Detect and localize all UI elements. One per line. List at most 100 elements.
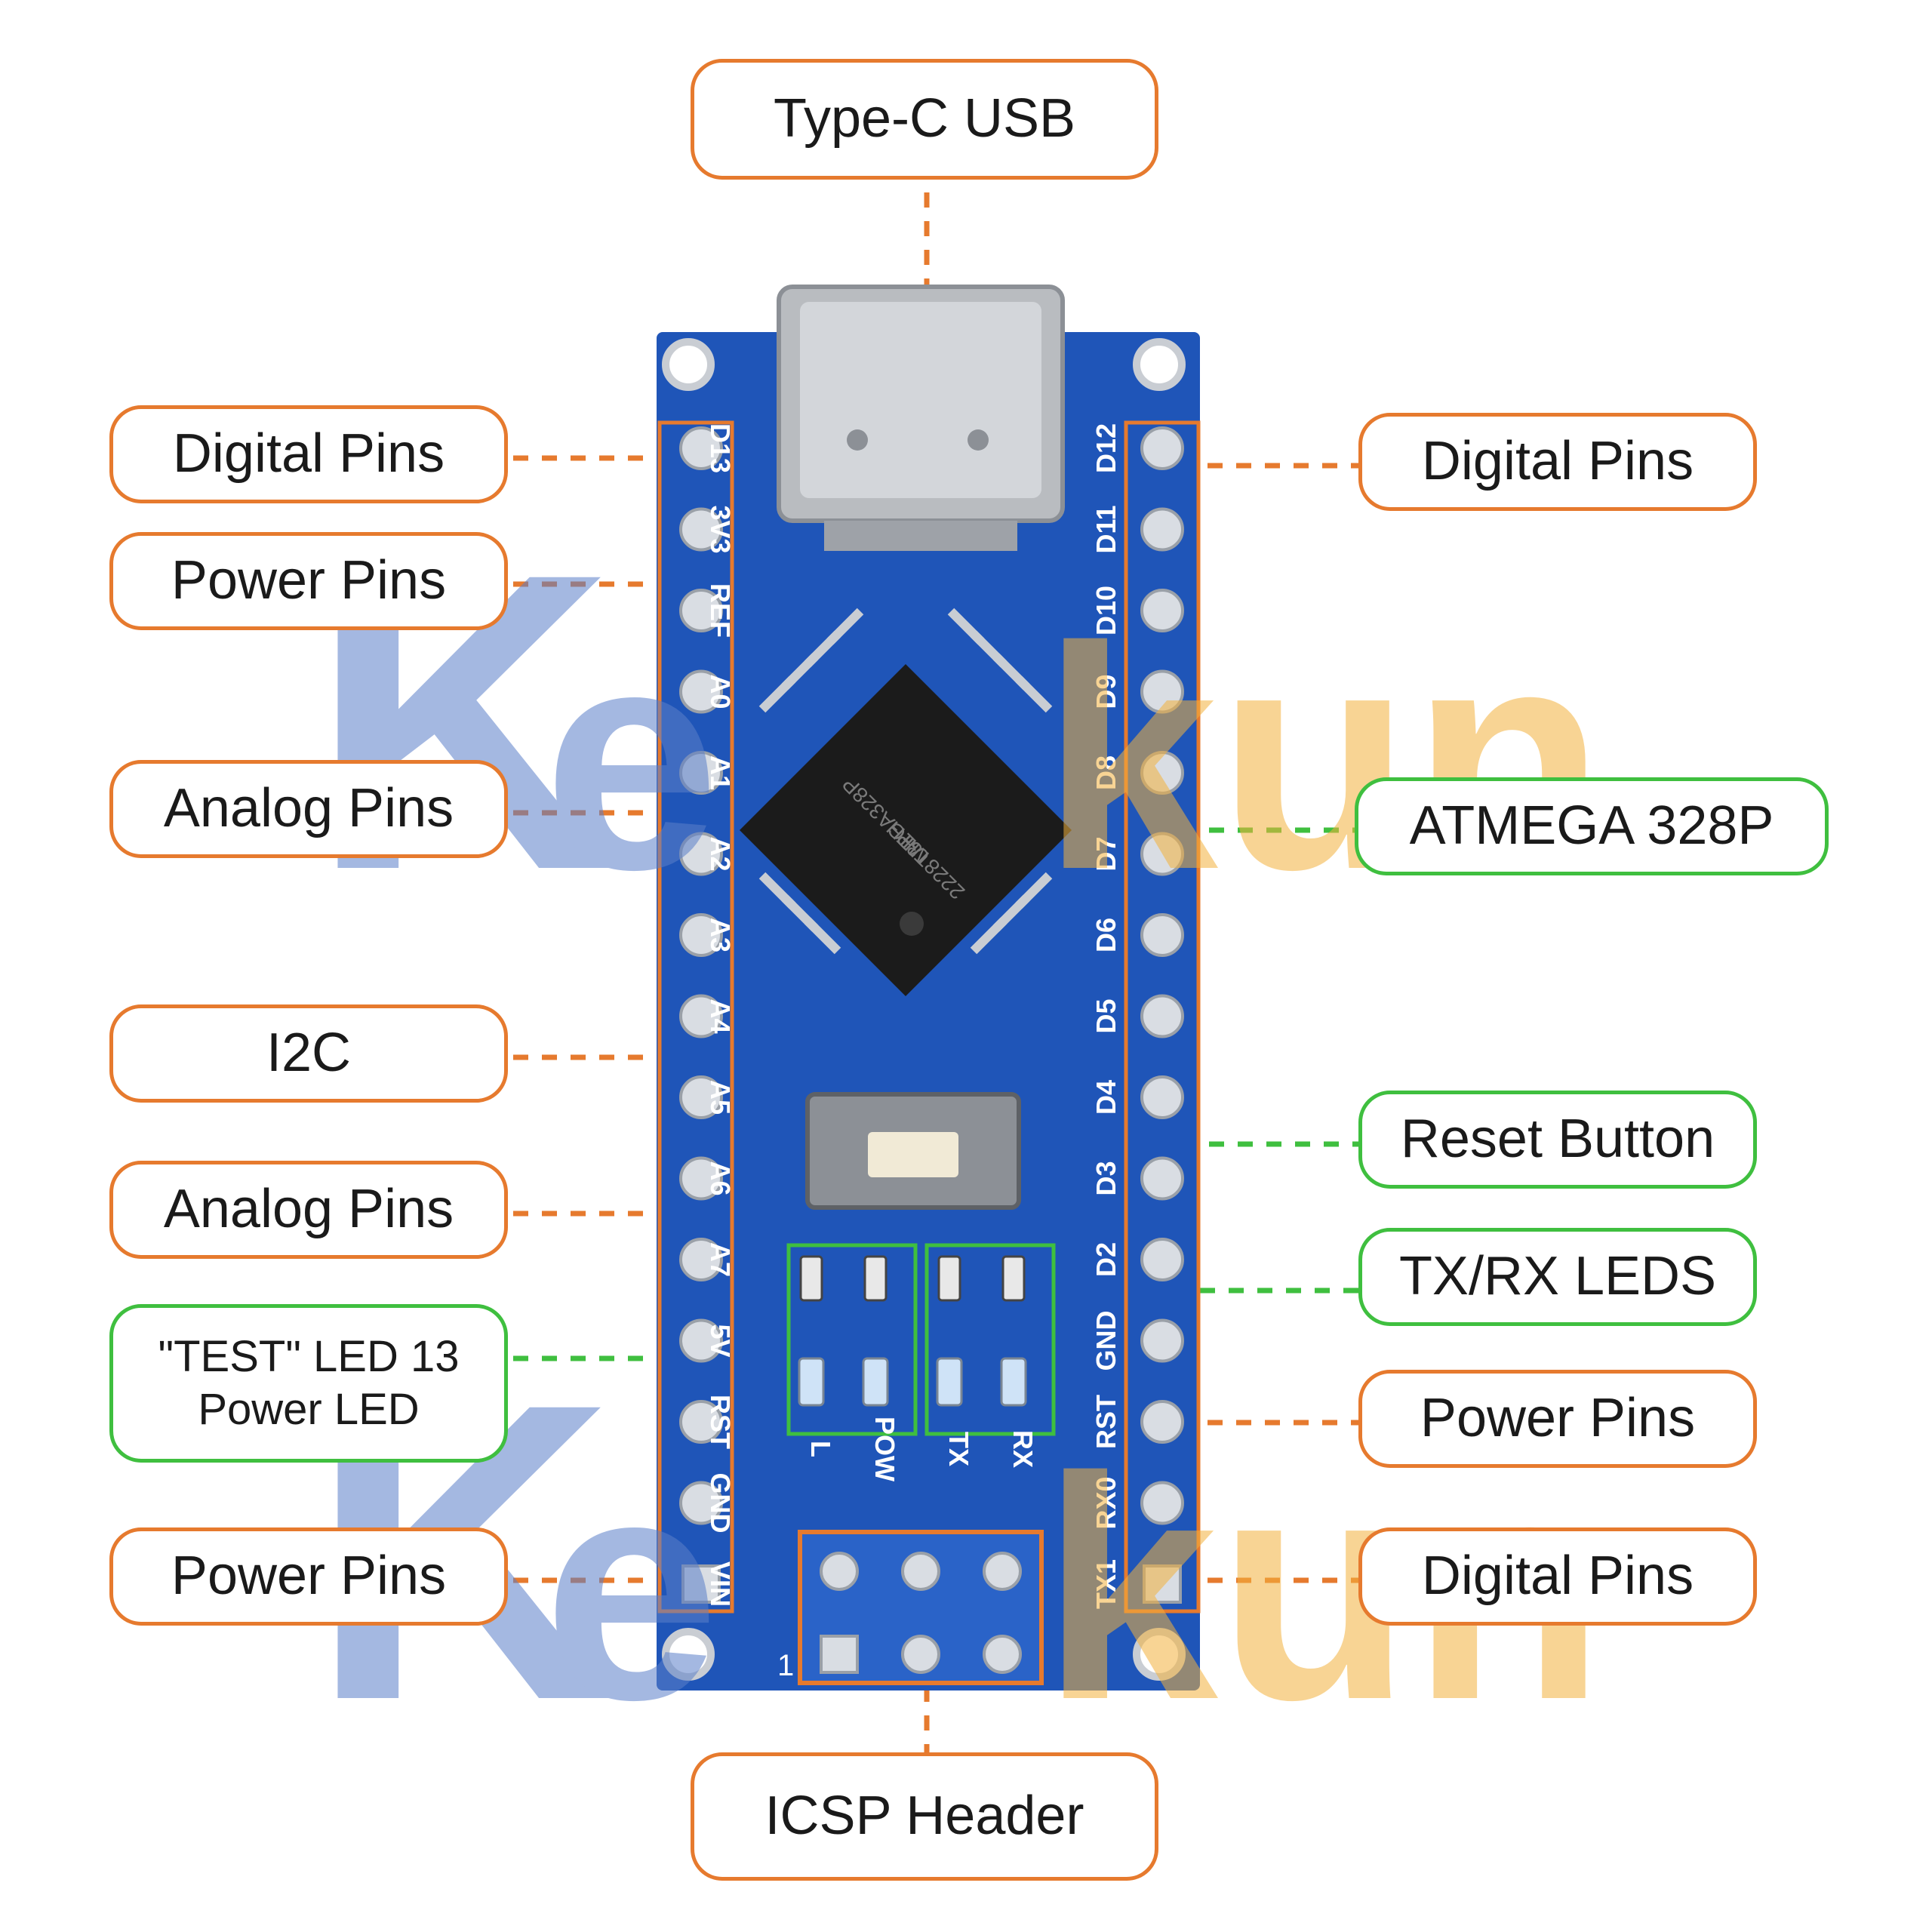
left-header-outline	[657, 420, 734, 1614]
smd-resistor	[863, 1255, 888, 1302]
led-label: TX	[943, 1432, 974, 1466]
right-pin-label: D6	[1091, 918, 1121, 952]
right-pin-pad	[1143, 1564, 1182, 1604]
left-pin-pad	[679, 589, 723, 632]
led-label: POW	[869, 1417, 900, 1481]
right-pin-label: D2	[1091, 1242, 1121, 1277]
left-pin-pad	[679, 426, 723, 470]
right-power-callout: Power Pins	[1358, 1370, 1757, 1468]
right-pin-label: D4	[1091, 1080, 1121, 1115]
smd-resistor	[937, 1255, 961, 1302]
left-pin-label: 5V	[705, 1324, 736, 1357]
left-pin-pad	[679, 832, 723, 876]
left-digital-callout: Digital Pins	[109, 405, 508, 503]
right-pin-pad	[1140, 426, 1184, 470]
icsp-pad	[901, 1552, 940, 1591]
left-pin-pad	[679, 507, 723, 552]
left-pin-pad	[679, 1400, 723, 1444]
left-power-top-callout: Power Pins	[109, 532, 508, 630]
icsp-callout: ICSP Header	[691, 1752, 1158, 1881]
pcb	[657, 332, 1200, 1690]
txrx-callout: TX/RX LEDS	[1358, 1228, 1757, 1326]
left-pin-pad	[681, 1564, 721, 1604]
icsp-pad	[983, 1635, 1022, 1674]
left-pin-label: VIN	[705, 1561, 736, 1607]
right-pin-pad	[1140, 913, 1184, 957]
smd-resistor	[1001, 1255, 1026, 1302]
right-pin-pad	[1140, 1075, 1184, 1119]
right-pin-pad	[1140, 1238, 1184, 1281]
icsp-pin1-label: 1	[777, 1649, 794, 1682]
right-pin-pad	[1140, 751, 1184, 795]
right-pin-label: RX0	[1091, 1476, 1121, 1529]
icsp-pad	[820, 1552, 859, 1591]
left-pin-pad	[679, 913, 723, 957]
right-pin-label: D8	[1091, 755, 1121, 790]
usb-c-port	[777, 285, 1065, 551]
left-pin-label: A4	[705, 998, 736, 1033]
right-pin-pad	[1140, 1400, 1184, 1444]
left-pin-label: GND	[705, 1473, 736, 1534]
smd-resistor	[799, 1255, 823, 1302]
reset-button	[805, 1092, 1021, 1210]
left-pin-pad	[679, 1481, 723, 1525]
left-pin-pad	[679, 1238, 723, 1281]
reset-callout: Reset Button	[1358, 1091, 1757, 1189]
status-led	[1000, 1357, 1027, 1407]
left-pin-pad	[679, 994, 723, 1038]
left-pin-label: A1	[705, 755, 736, 790]
status-led	[798, 1357, 825, 1407]
left-pin-pad	[679, 669, 723, 714]
watermark-word: kun	[1041, 582, 1605, 936]
left-pin-pad	[679, 751, 723, 795]
left-pin-label: A6	[705, 1161, 736, 1195]
right-pin-pad	[1140, 589, 1184, 632]
left-pin-label: D13	[705, 423, 736, 473]
right-header-outline	[1124, 420, 1201, 1614]
status-led	[862, 1357, 889, 1407]
left-pin-pad	[679, 1156, 723, 1201]
left-analog-bottom-callout: Analog Pins	[109, 1161, 508, 1259]
right-pin-pad	[1140, 832, 1184, 876]
right-pin-label: D3	[1091, 1161, 1121, 1195]
left-pin-label: A2	[705, 836, 736, 871]
watermark-letter: e	[543, 1412, 720, 1766]
left-pin-label: A0	[705, 674, 736, 709]
right-pin-label: D11	[1091, 505, 1121, 553]
right-pin-label: TX1	[1091, 1559, 1121, 1609]
pin-pads: D133V3REFA0A1A2A3A4A5A6A75VRSTGNDVIND12D…	[679, 423, 1184, 1609]
icsp-pad	[820, 1635, 859, 1674]
mcu-chip	[740, 608, 1072, 996]
icsp-pad	[983, 1552, 1022, 1591]
left-pin-pad	[679, 1075, 723, 1119]
right-pin-pad	[1140, 507, 1184, 552]
right-digital-bottom-callout: Digital Pins	[1358, 1527, 1757, 1626]
icsp-pad	[901, 1635, 940, 1674]
right-pin-pad	[1140, 1481, 1184, 1525]
left-pin-label: RST	[705, 1395, 736, 1449]
usb-callout: Type-C USB	[691, 59, 1158, 180]
right-pin-pad	[1140, 1156, 1184, 1201]
right-pin-pad	[1140, 669, 1184, 714]
right-pin-pad	[1140, 1318, 1184, 1363]
led-group-left-outline	[786, 1243, 918, 1436]
status-led	[936, 1357, 963, 1407]
left-i2c-callout: I2C	[109, 1004, 508, 1103]
led-label: L	[805, 1441, 836, 1457]
mount-hole-tl	[662, 338, 715, 391]
right-pin-label: D12	[1091, 423, 1121, 473]
right-pin-label: D10	[1091, 586, 1121, 635]
left-analog-top-callout: Analog Pins	[109, 760, 508, 858]
right-pin-pad	[1140, 994, 1184, 1038]
led-group-right-outline	[924, 1243, 1056, 1436]
left-pin-label: A7	[705, 1242, 736, 1277]
left-pin-label: REF	[705, 583, 736, 638]
right-pin-label: RST	[1091, 1395, 1121, 1449]
left-pin-label: A5	[705, 1080, 736, 1115]
right-pin-label: D9	[1091, 674, 1121, 709]
right-digital-top-callout: Digital Pins	[1358, 413, 1757, 511]
right-pin-label: GND	[1091, 1311, 1121, 1371]
right-pin-label: D5	[1091, 998, 1121, 1033]
